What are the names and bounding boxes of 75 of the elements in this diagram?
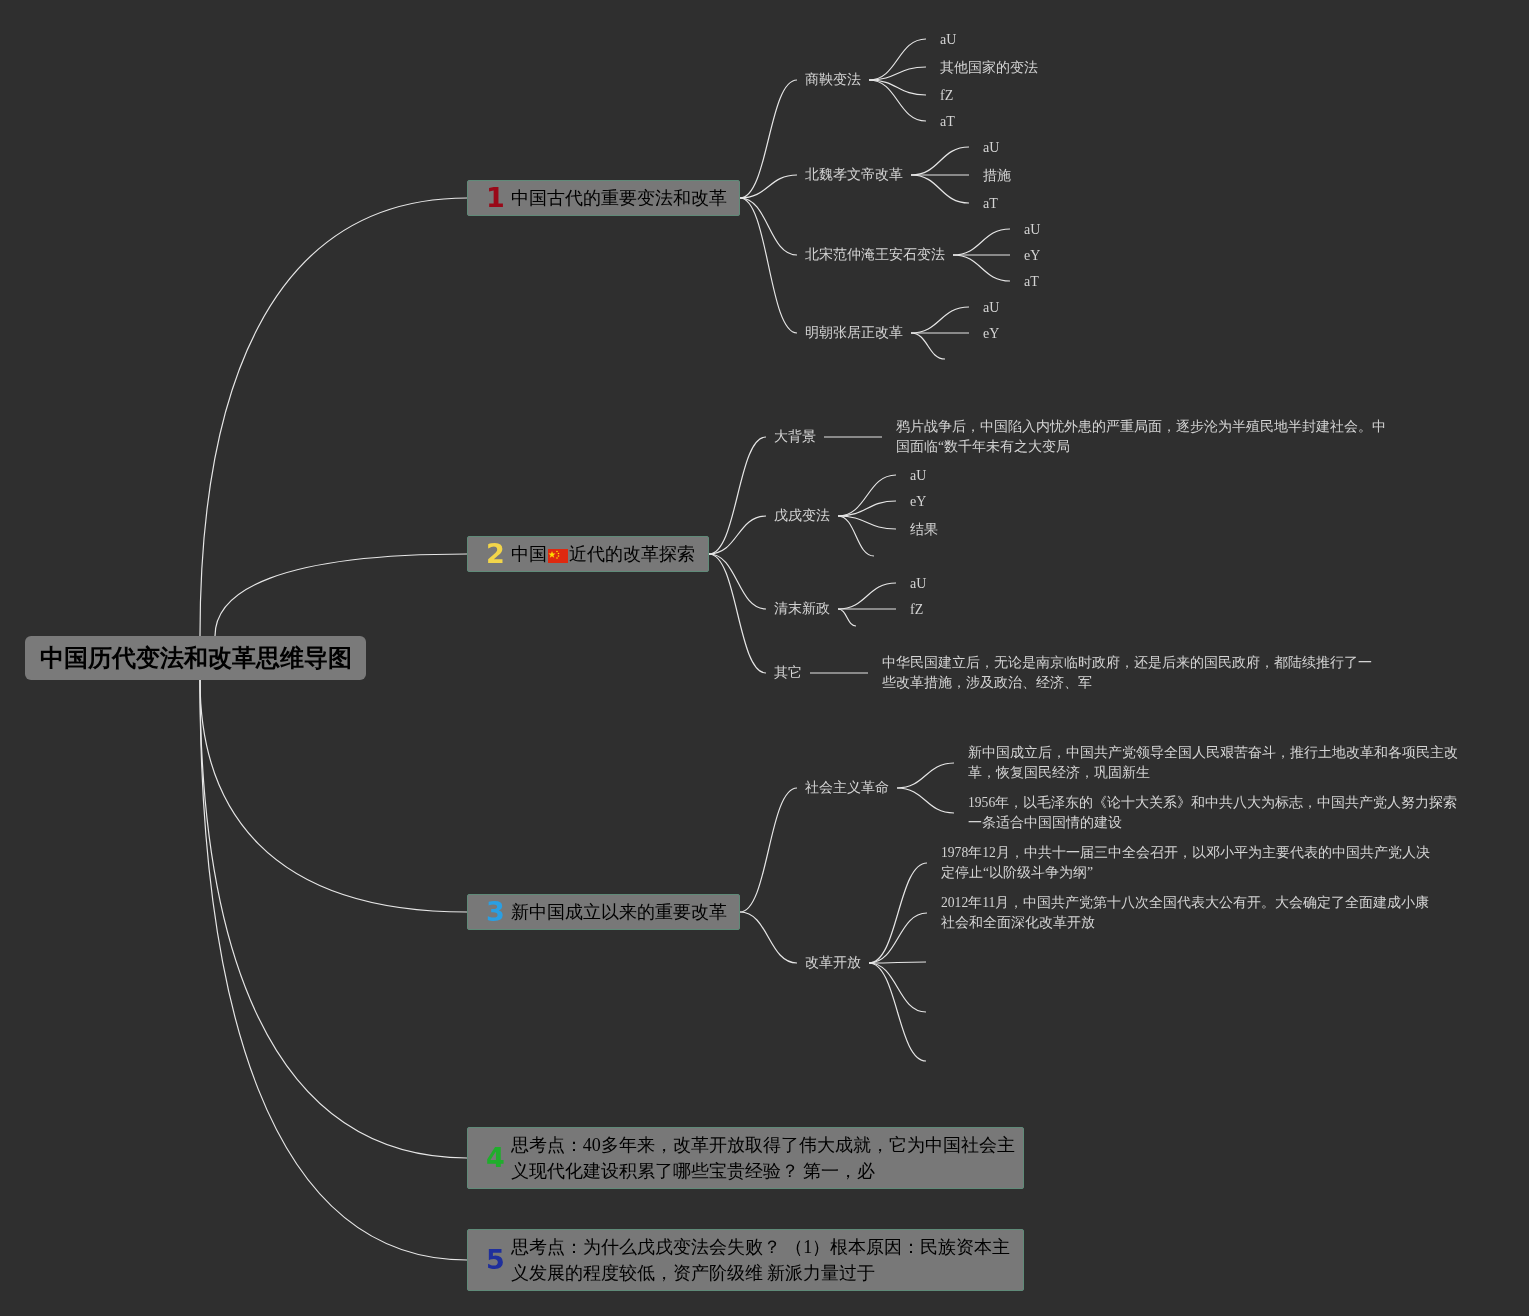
- branch-label: 北宋范仲淹王安石变法: [797, 247, 953, 263]
- connector-line: [739, 197, 798, 334]
- branch-label: 明朝张居正改革: [797, 325, 911, 341]
- leaf-label: eY: [1010, 247, 1041, 263]
- branch-label: 社会主义革命: [797, 780, 897, 796]
- note-text: 中华民国建立后，无论是南京临时政府，还是后来的国民政府，都陆续推行了一些改革措施，涉及政治、经济、军: [868, 653, 1373, 693]
- connector-line: [837, 608, 897, 610]
- topic-number: 4: [486, 1145, 505, 1171]
- topic-text: 近代的改革探索: [568, 544, 695, 564]
- connector-line: [837, 515, 897, 530]
- branch-label: 戊戌变法: [766, 508, 838, 524]
- connector-line: [809, 672, 869, 674]
- leaf-label: aU: [1010, 221, 1041, 237]
- topic-box: [467, 1229, 1024, 1291]
- leaf-label: aU: [896, 467, 927, 483]
- topic-number: 5: [486, 1247, 505, 1273]
- leaf-label: aU: [969, 139, 1000, 155]
- leaf-label: aT: [926, 113, 955, 129]
- branch-label: 大背景: [766, 429, 824, 445]
- topic-box: [467, 1127, 1024, 1189]
- branch-label: 改革开放: [797, 955, 869, 971]
- connector-line: [952, 254, 1011, 282]
- leaf-label: 措施: [969, 167, 1011, 183]
- leaf-label: eY: [896, 493, 927, 509]
- branch-label: 其它: [766, 665, 810, 681]
- connector-line: [739, 911, 798, 964]
- leaf-label: aU: [896, 575, 927, 591]
- topic-number: 3: [486, 899, 505, 925]
- topic-box: [467, 894, 740, 930]
- connector-line: [837, 608, 857, 627]
- note-text: 2012年11月，中国共产党第十八次全国代表大公有开。大会确定了全面建成小康社会和全面深化改革开放: [927, 893, 1437, 933]
- note-text: 1956年，以毛泽东的《论十大关系》和中共八大为标志，中国共产党人努力探索一条适合中国国情的建设: [954, 793, 1464, 833]
- central-topic-box: 中国历代变法和改革思维导图: [25, 636, 366, 680]
- leaf-label: 其他国家的变法: [926, 59, 1038, 75]
- connector-line: [214, 553, 468, 637]
- connector-line: [868, 66, 927, 81]
- leaf-label: aU: [926, 31, 957, 47]
- connector-line: [739, 787, 798, 913]
- leaf-label: aT: [969, 195, 998, 211]
- topic-number: 2: [486, 541, 505, 567]
- connector-line: [910, 332, 970, 334]
- note-text: 新中国成立后，中国共产党领导全国人民艰苦奋斗，推行土地改革和各项民主改革，恢复国民经济，巩固新生: [954, 743, 1464, 783]
- connector-line: [868, 961, 927, 964]
- connector-line: [708, 515, 767, 555]
- branch-label: 清末新政: [766, 601, 838, 617]
- connector-line: [739, 174, 798, 199]
- connector-line: [823, 436, 883, 438]
- note-text: 鸦片战争后，中国陷入内忧外患的严重局面，逐步沦为半殖民地半封建社会。中国面临“数千年未有之大变局: [882, 417, 1392, 457]
- connector-line: [708, 553, 767, 674]
- connector-line: [199, 197, 468, 637]
- topic-text: 新中国成立以来的重要改革: [510, 902, 727, 922]
- leaf-label: fZ: [926, 87, 954, 103]
- note-text: 1978年12月，中共十一届三中全会召开，以邓小平为主要代表的中国共产党人决定停止“以阶级斗争为纲”: [927, 843, 1437, 883]
- connector-line: [952, 254, 1011, 256]
- topic-box: [467, 536, 709, 572]
- branch-label: 商鞅变法: [797, 72, 869, 88]
- leaf-label: aU: [969, 299, 1000, 315]
- branch-label: 北魏孝文帝改革: [797, 167, 911, 183]
- connector-line: [910, 174, 970, 204]
- connector-line: [199, 679, 468, 1261]
- leaf-label: 结果: [896, 521, 938, 537]
- topic-number: 1: [486, 185, 505, 211]
- connector-line: [868, 962, 927, 1062]
- topic-text: 思考点：为什么戊戌变法会失败？ （1）根本原因：民族资本主义发展的程度较低，资产阶级维 新派力量过于: [510, 1237, 1011, 1283]
- topic-box: [467, 180, 740, 216]
- topic-text: 思考点：40多年来，改革开放取得了伟大成就，它为中国社会主义现代化建设积累了哪些宝贵经验？ 第一，必: [510, 1135, 1015, 1181]
- topic-text: 中国: [510, 544, 547, 564]
- connector-line: [868, 79, 927, 122]
- connector-line: [910, 332, 946, 360]
- connector-line: [896, 787, 955, 814]
- connector-line: [837, 515, 875, 557]
- leaf-label: eY: [969, 325, 1000, 341]
- topic-text: 中国古代的重要变法和改革: [510, 188, 727, 208]
- leaf-label: aT: [1010, 273, 1039, 289]
- leaf-label: fZ: [896, 601, 924, 617]
